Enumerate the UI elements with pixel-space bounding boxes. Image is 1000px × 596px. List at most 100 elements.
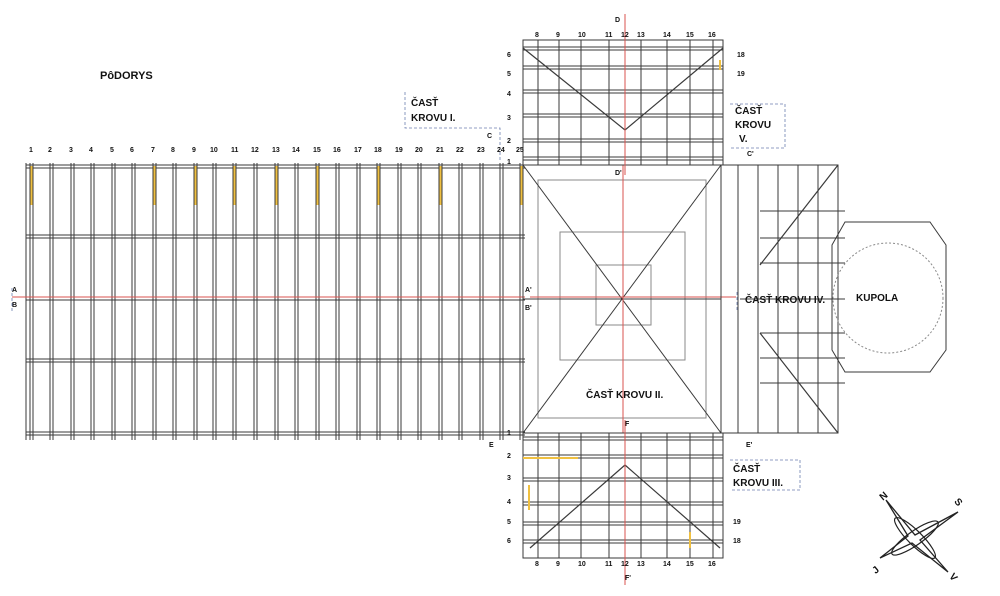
section-5-frame [730, 103, 786, 149]
axis-bottom-right-19: 19 [733, 519, 741, 526]
cut-mark-f2: F' [625, 575, 631, 582]
bottom-hip-right [624, 464, 721, 549]
axis-bottom-13: 13 [637, 561, 645, 568]
axis-main-17: 17 [354, 147, 362, 154]
axis-bottom-left-3: 3 [507, 475, 511, 482]
section-label-3b: KROVU III. [733, 478, 783, 489]
axis-main-3: 3 [69, 147, 73, 154]
axis-top-left-2: 2 [507, 138, 511, 145]
section-label-1a: ČASŤ [411, 96, 438, 109]
bottom-wing-frame [522, 432, 724, 559]
axis-main-16: 16 [333, 147, 341, 154]
axis-top-16: 16 [708, 32, 716, 39]
axis-main-12: 12 [251, 147, 259, 154]
cut-mark-a2: A' [525, 287, 532, 294]
compass-petal-b [893, 516, 937, 560]
bottom-hip-left [529, 464, 626, 549]
section-label-5c: V. [739, 134, 748, 145]
axis-top-10: 10 [578, 32, 586, 39]
section-1-frame [404, 92, 501, 160]
cut-mark-c: C [487, 133, 492, 140]
axis-main-20: 20 [415, 147, 423, 154]
cut-mark-c2: C' [747, 151, 754, 158]
axis-bottom-8: 8 [535, 561, 539, 568]
kupola-label: KUPOLA [856, 293, 898, 304]
axis-bottom-15: 15 [686, 561, 694, 568]
axis-main-15: 15 [313, 147, 321, 154]
axis-main-8: 8 [171, 147, 175, 154]
axis-bottom-right-18: 18 [733, 538, 741, 545]
axis-main-11: 11 [231, 147, 239, 154]
axis-labels-top: 8 9 10 11 12 13 14 15 16 6 5 4 3 2 1 18 … [507, 32, 745, 166]
axis-top-left-1: 1 [507, 159, 511, 166]
axis-top-8: 8 [535, 32, 539, 39]
axis-top-12: 12 [621, 32, 629, 39]
compass-v: V [946, 571, 959, 583]
top-wing-frame [522, 39, 724, 166]
compass-petal-a [891, 520, 939, 556]
axis-bottom-left-6: 6 [507, 538, 511, 545]
axis-main-22: 22 [456, 147, 464, 154]
axis-main-23: 23 [477, 147, 485, 154]
section-label-5a: ČASŤ [735, 104, 762, 117]
axis-bottom-left-1: 1 [507, 430, 511, 437]
section-label-1b: KROVU I. [411, 113, 456, 124]
cut-mark-d: D [615, 17, 620, 24]
top-hip-right [624, 47, 724, 131]
axis-bottom-11: 11 [605, 561, 613, 568]
apse-hip-top [759, 164, 839, 266]
axis-top-left-6: 6 [507, 52, 511, 59]
axis-bottom-16: 16 [708, 561, 716, 568]
axis-top-14: 14 [663, 32, 671, 39]
section-label-2: ČASŤ KROVU II. [586, 388, 663, 401]
cut-mark-d2: D' [615, 170, 622, 177]
cut-mark-a: A [12, 287, 17, 294]
axis-main-21: 21 [436, 147, 444, 154]
axis-top-left-5: 5 [507, 71, 511, 78]
section-label-4: ČASŤ KROVU IV. [745, 293, 825, 306]
axis-bottom-left-4: 4 [507, 499, 511, 506]
axis-main-19: 19 [395, 147, 403, 154]
axis-top-13: 13 [637, 32, 645, 39]
cut-mark-e: E [489, 442, 494, 449]
axis-main-4: 4 [89, 147, 93, 154]
compass-rose: N S J V [870, 490, 964, 584]
apse-hip-bottom [759, 332, 839, 434]
compass-star-icon [879, 499, 959, 573]
axis-main-1: 1 [29, 147, 33, 154]
compass-s: S [951, 496, 964, 508]
axis-main-9: 9 [192, 147, 196, 154]
top-hip-left [522, 47, 626, 131]
axis-bottom-9: 9 [556, 561, 560, 568]
axis-main-24: 24 [497, 147, 505, 154]
axis-main-13: 13 [272, 147, 280, 154]
axis-bottom-14: 14 [663, 561, 671, 568]
axis-main-10: 10 [210, 147, 218, 154]
axis-bottom-12: 12 [621, 561, 629, 568]
axis-top-15: 15 [686, 32, 694, 39]
axis-main-18: 18 [374, 147, 382, 154]
axis-main-25: 25 [516, 147, 524, 154]
axis-bottom-10: 10 [578, 561, 586, 568]
axis-top-left-3: 3 [507, 115, 511, 122]
kupola-circle [832, 242, 944, 354]
axis-bottom-left-2: 2 [507, 453, 511, 460]
axis-top-left-4: 4 [507, 91, 511, 98]
axis-top-right-19: 19 [737, 71, 745, 78]
plan-title: PôDORYS [100, 70, 153, 82]
axis-main-6: 6 [130, 147, 134, 154]
axis-labels-bottom: 8 9 10 11 12 13 14 15 16 1 2 3 4 5 6 19 … [507, 430, 741, 568]
section-label-5b: KROVU [735, 120, 771, 131]
cut-mark-b2: B' [525, 305, 532, 312]
cut-mark-e2: E' [746, 442, 753, 449]
cut-mark-f: F [625, 421, 630, 428]
axis-top-right-18: 18 [737, 52, 745, 59]
section-label-3a: ČASŤ [733, 462, 760, 475]
axis-bottom-left-5: 5 [507, 519, 511, 526]
axis-main-14: 14 [292, 147, 300, 154]
axis-main-2: 2 [48, 147, 52, 154]
cut-mark-b: B [12, 302, 17, 309]
axis-labels-main: 1 2 3 4 5 6 7 8 9 10 11 12 13 14 15 16 1… [29, 147, 524, 154]
section-3-frame [730, 459, 801, 491]
